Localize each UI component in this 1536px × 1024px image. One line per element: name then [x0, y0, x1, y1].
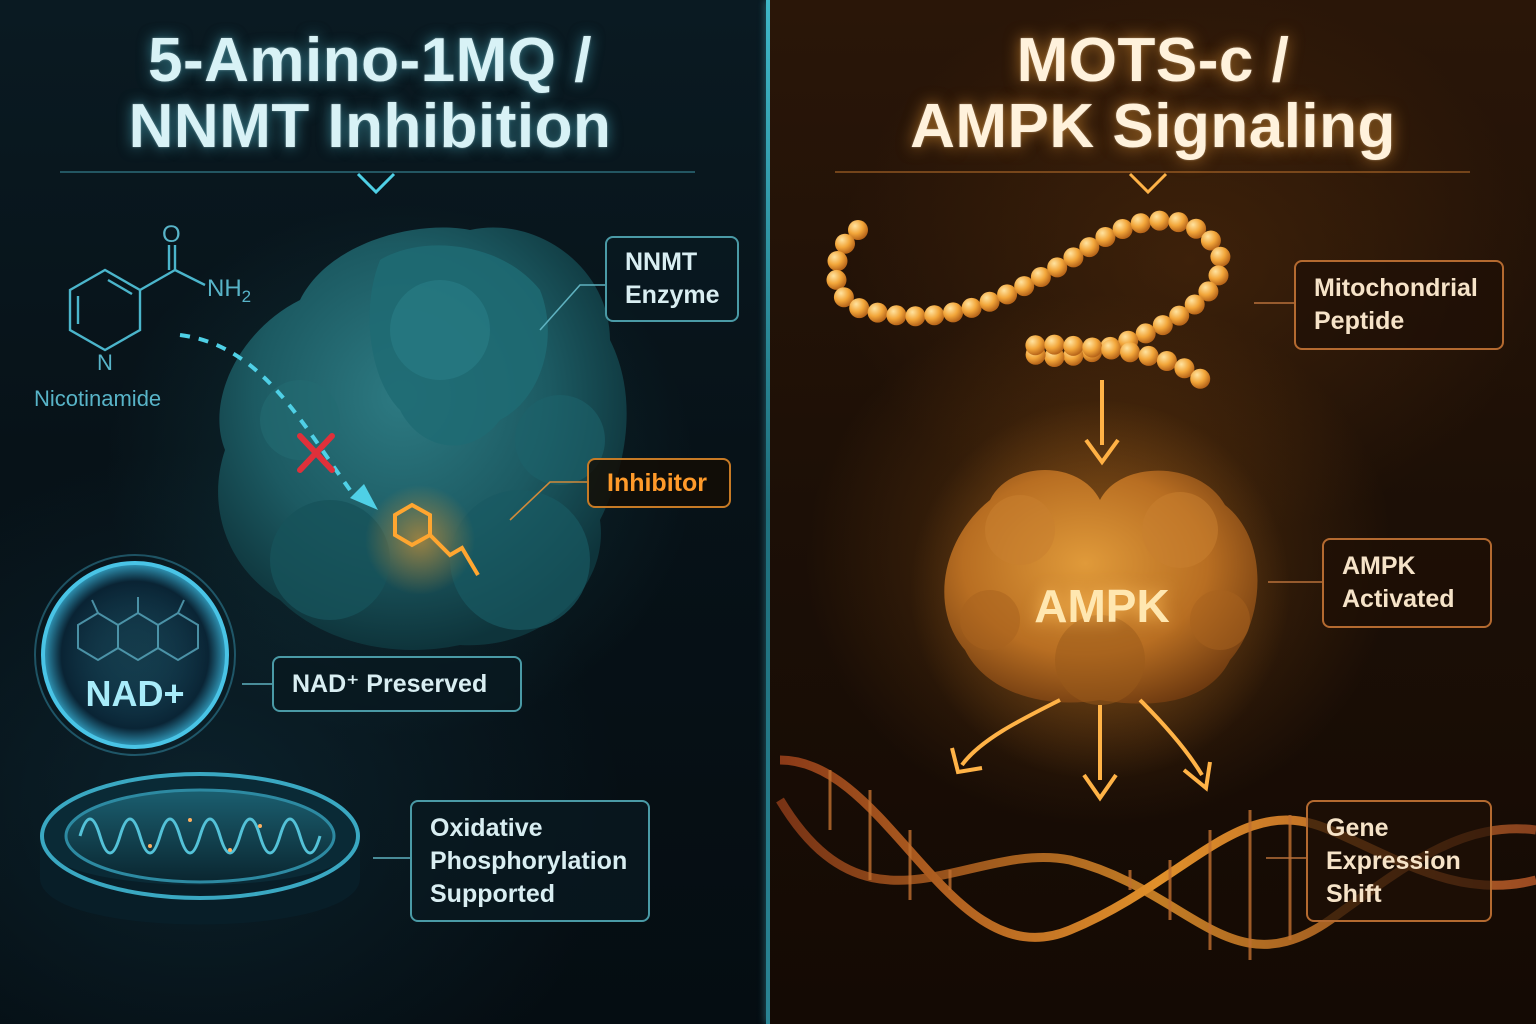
peptide-bead — [961, 297, 982, 318]
peptide-bead — [1138, 345, 1159, 366]
peptide-bead — [1198, 281, 1219, 302]
peptide-bead — [943, 302, 964, 323]
ampk-downstream-arrows — [950, 698, 1212, 802]
ampk-activated-label-line-1: AMPK — [1342, 552, 1416, 580]
peptide-bead — [1063, 335, 1084, 356]
ampk-activated-label: AMPK Activated — [1322, 538, 1492, 628]
right-title-line-2: AMPK Signaling — [910, 92, 1396, 161]
peptide-bead — [1030, 267, 1051, 287]
peptide-bead — [1208, 265, 1229, 286]
peptide-bead — [833, 287, 854, 308]
inhibitor-label: Inhibitor — [587, 458, 731, 508]
peptide-bead — [886, 305, 907, 326]
mitochondrial-peptide-label: Mitochondrial Peptide — [1294, 260, 1504, 350]
gene-expression-label-line-1: Gene — [1326, 813, 1389, 842]
peptide-bead — [1200, 230, 1221, 251]
peptide-bead — [849, 298, 870, 319]
peptide-bead — [1210, 246, 1231, 267]
gene-expression-label-line-3: Shift — [1326, 879, 1382, 908]
peptide-bead — [1149, 210, 1170, 231]
panel-divider — [766, 0, 770, 1024]
peptide-bead — [1095, 227, 1116, 247]
nnmt-enzyme-label: NNMT Enzyme — [605, 236, 739, 322]
peptide-bead — [835, 233, 855, 254]
peptide-bead — [1168, 212, 1189, 233]
blocked-substrate-arrow — [179, 333, 378, 510]
peptide-bead — [1063, 247, 1084, 268]
nad-badge-text: NAD+ — [85, 673, 184, 714]
mito-peptide-label-line-1: Mitochondrial — [1314, 274, 1478, 302]
nnmt-enzyme-label-line-1: NNMT — [625, 248, 698, 276]
peptide-bead — [848, 220, 868, 240]
peptide-bead — [1079, 237, 1100, 258]
ampk-activated-label-line-2: Activated — [1342, 585, 1455, 613]
ampk-center-label: AMPK — [1034, 580, 1169, 632]
nad-preserved-label: NAD⁺ Preserved — [272, 656, 522, 712]
peptide-bead — [1101, 339, 1122, 360]
right-panel: MOTS-c / AMPK Signaling — [770, 0, 1536, 1024]
nad-badge: NAD+ — [34, 554, 236, 756]
nad-preserved-label-text: NAD⁺ Preserved — [292, 669, 488, 698]
mots-c-peptide-chain — [826, 210, 1231, 389]
ampk-complex — [910, 400, 1290, 780]
peptide-bead — [1130, 213, 1151, 234]
peptide-bead — [1014, 276, 1035, 297]
oxidative-label-line-3: Supported — [430, 879, 555, 908]
carbonyl-oxygen-label: O — [162, 221, 181, 248]
right-title: MOTS-c / AMPK Signaling — [770, 28, 1536, 160]
peptide-bead — [1184, 294, 1205, 315]
mitochondrion-left — [40, 772, 360, 925]
inhibitor-molecule — [365, 485, 480, 595]
left-illustration: O NH2 N — [34, 171, 695, 925]
peptide-bead — [1025, 335, 1046, 356]
leader-lines-left — [242, 284, 605, 859]
left-title-line-1: 5-Amino-1MQ / — [148, 26, 592, 95]
peptide-bead — [1082, 337, 1103, 358]
right-illustration: AMPK — [776, 171, 1536, 960]
nicotinamide-label: Nicotinamide — [34, 386, 162, 411]
peptide-bead — [867, 302, 888, 323]
peptide-bead — [827, 251, 848, 271]
peptide-bead — [1112, 219, 1133, 239]
nnmt-enzyme-structure — [218, 227, 627, 650]
blocked-x-icon — [297, 433, 335, 473]
peptide-bead — [1186, 218, 1207, 239]
peptide-bead — [979, 291, 1000, 312]
mito-peptide-label-line-2: Peptide — [1314, 307, 1405, 335]
leader-lines-right — [1254, 302, 1322, 859]
peptide-bead — [1190, 368, 1211, 389]
peptide-bead — [1152, 315, 1173, 336]
amide-group-label: NH2 — [207, 275, 251, 306]
peptide-bead — [1120, 342, 1140, 363]
gene-expression-label-line-2: Expression — [1326, 846, 1461, 875]
left-panel: 5-Amino-1MQ / NNMT Inhibition — [0, 0, 766, 1024]
left-title: 5-Amino-1MQ / NNMT Inhibition — [0, 28, 740, 160]
peptide-bead — [997, 284, 1018, 305]
oxidative-phosphorylation-label: Oxidative Phosphorylation Supported — [410, 800, 650, 922]
nicotinamide-molecule: O NH2 N — [68, 221, 251, 375]
left-title-line-2: NNMT Inhibition — [128, 92, 612, 161]
peptide-bead — [1135, 323, 1156, 344]
peptide-bead — [1047, 257, 1068, 278]
right-title-line-1: MOTS-c / — [1016, 26, 1290, 95]
inhibitor-label-text: Inhibitor — [607, 468, 707, 497]
peptide-bead — [1169, 305, 1190, 326]
peptide-bead — [1156, 351, 1177, 371]
right-title-underline — [835, 171, 1470, 195]
peptide-bead — [924, 305, 945, 326]
peptide-bead — [1044, 334, 1065, 355]
left-title-underline — [60, 171, 695, 195]
peptide-bead — [1174, 358, 1195, 379]
oxidative-label-line-1: Oxidative — [430, 813, 543, 842]
peptide-bead — [826, 269, 847, 290]
ring-nitrogen-label: N — [97, 350, 113, 375]
gene-expression-shift-label: Gene Expression Shift — [1306, 800, 1492, 922]
nnmt-enzyme-label-line-2: Enzyme — [625, 281, 720, 309]
oxidative-label-line-2: Phosphorylation — [430, 846, 628, 875]
peptide-bead — [905, 306, 926, 327]
